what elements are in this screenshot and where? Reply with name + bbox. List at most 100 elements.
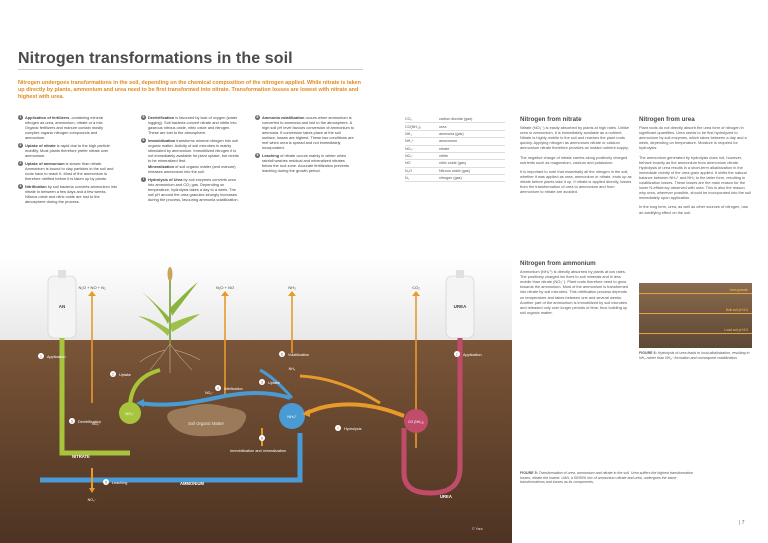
page-title: Nitrogen transformations in the soil (18, 50, 293, 67)
urea-section: Nitrogen from urea Plant roots do not di… (639, 116, 752, 219)
soil-organic-matter (167, 404, 247, 437)
step-text: is favoured by lack of oxygen (water log… (148, 115, 238, 135)
step-item: Mineralization of soil organic matter (a… (141, 164, 241, 174)
photo-band (639, 333, 752, 334)
step-text: by soil enzymes converts urea into ammon… (148, 177, 239, 202)
gas-label-mid: N₂O + NO (216, 285, 234, 290)
label-leaching: Leaching (112, 481, 127, 485)
step-text: is rapid due to the high particle mobili… (25, 143, 110, 158)
urea-label: UREA (440, 494, 452, 499)
step-heading: Mineralization (148, 164, 174, 169)
legend-symbol: CO₂ (405, 117, 412, 122)
svg-text:4: 4 (217, 387, 219, 391)
legend-row: NH₄⁺ammonium (405, 138, 505, 146)
gas-label-nh3: NH₃ (288, 285, 296, 290)
volatilization-path (299, 374, 381, 405)
step-heading: Uptake of nitrate (25, 143, 56, 148)
caption-head: FIGURE 6: (639, 351, 657, 355)
legend-row: NO₂⁻nitrite (405, 153, 505, 161)
label-denitrification: Denitrification (78, 420, 101, 424)
step-heading: Application of fertilizers (25, 115, 70, 120)
step-number: 2 (18, 143, 23, 148)
urea-path (401, 338, 463, 496)
hydrolysis-path (305, 402, 405, 418)
caption-head: FIGURE 5: (520, 471, 538, 475)
section-heading: Nitrogen from urea (639, 116, 695, 123)
legend-symbol: N₂ (405, 176, 410, 181)
step-heading: Leaching (262, 153, 280, 158)
svg-text:7: 7 (337, 427, 339, 431)
section-paragraph: The negative charge of nitrate carries a… (520, 154, 628, 165)
legend-name: nitric oxide (gas) (439, 161, 467, 166)
legend-symbol: CO(NH₂)₂ (405, 124, 422, 129)
gas-label-co2: CO₂ (412, 285, 420, 290)
tank-urea-label: UREA (454, 304, 468, 309)
step-heading: Uptake of ammonium (25, 161, 65, 166)
urea-node-label: CO (NH₂)₂ (408, 420, 424, 424)
nitrate-node (119, 402, 141, 424)
legend-symbol: N₂O (405, 168, 412, 173)
svg-text:1: 1 (456, 353, 458, 357)
svg-text:9: 9 (105, 481, 107, 485)
svg-text:6: 6 (261, 437, 263, 441)
title-rule (18, 69, 363, 70)
label-application-left: Application (47, 355, 66, 359)
urea-node (404, 409, 428, 433)
ammonium-uptake-path (259, 368, 294, 399)
tank-an-label: AN (59, 304, 66, 309)
gas-label-left: N₂O + NO + N₂ (78, 285, 106, 290)
step-number: 8 (255, 115, 260, 120)
legend-name: ammonium (439, 139, 458, 144)
lead-paragraph: Nitrogen undergoes transformations in th… (18, 80, 361, 101)
label-volatilization: Volatilization (288, 353, 309, 357)
legend-symbol: NO₂⁻ (405, 154, 414, 159)
figure-caption: FIGURE 5: Transformation of urea, ammoni… (520, 471, 700, 485)
soil-background (0, 340, 512, 543)
svg-text:3: 3 (261, 381, 263, 385)
step-text: , containing mineral nitrogen as urea, a… (25, 115, 104, 140)
step-heading: Denitrification (148, 115, 175, 120)
photo-label: Urea granule (729, 288, 748, 292)
step-number: 6 (141, 138, 146, 143)
ammonium-section: Nitrogen from ammonium Ammonium (NH₄⁺) i… (520, 260, 632, 315)
section-paragraph: In the long term, urea, as well as other… (639, 204, 748, 215)
step-number: 3 (18, 161, 23, 166)
nh3-small-label: NH₃ (289, 367, 296, 371)
section-heading: Nitrogen from ammonium (520, 260, 596, 267)
legend-name: nitrogen (gas) (439, 176, 462, 181)
step-heading: Nitrification (25, 184, 47, 189)
legend-name: ammonia (gas) (439, 131, 464, 136)
svg-text:5: 5 (71, 420, 73, 424)
step-heading: Immobilization (148, 138, 176, 143)
step-text: by soil bacteria converts ammonium into … (25, 184, 118, 204)
legend-row: N₂ nitrogen (gas) (405, 175, 505, 183)
caption-text: Transformation of urea, ammonium and nit… (520, 471, 693, 485)
photo-band (639, 313, 752, 314)
label-hydrolysis: Hydrolysis (344, 427, 362, 431)
step-number: 1 (18, 115, 23, 120)
caption-text: Hydrolysis of urea leads to local alkali… (639, 351, 750, 360)
no3-leach-label: NO₃⁻ (88, 498, 97, 502)
nitrate-application-path (59, 338, 130, 456)
label-uptake-nitrate: Uptake (119, 373, 131, 377)
section-paragraph: It is important to note that essentially… (520, 168, 632, 195)
ammonium-path (40, 433, 303, 483)
step-text: is slower than nitrate. Ammonium is boun… (25, 161, 114, 181)
som-label: Soil Organic Matter (188, 421, 224, 426)
ammonium-label: AMMONIUM (180, 481, 204, 486)
no2-small-label: NO₂⁻ (92, 422, 101, 426)
photo-band (639, 293, 752, 294)
step-heading: Hydrolysis of Urea (148, 177, 183, 182)
ammonium-node (279, 403, 305, 429)
label-uptake-ammonium: Uptake (268, 381, 280, 385)
